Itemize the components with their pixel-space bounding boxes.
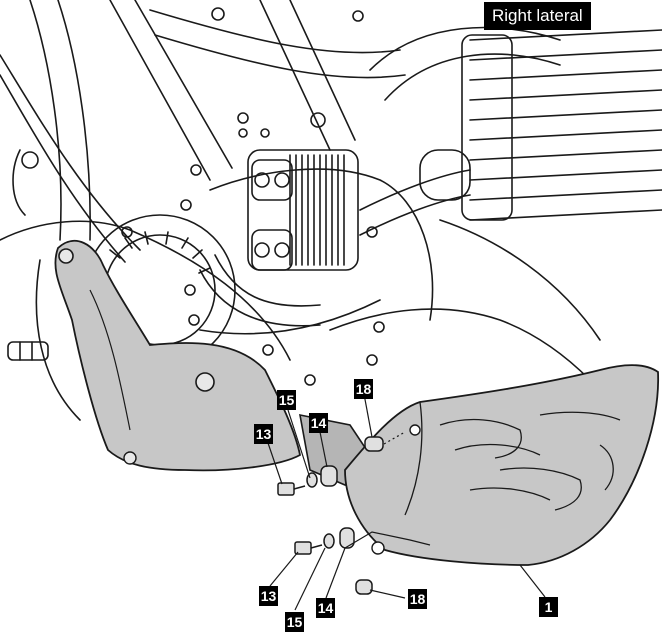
callout-15-upper: 15 <box>277 390 296 410</box>
view-label: Right lateral <box>484 2 591 30</box>
callout-15-lower: 15 <box>285 612 304 632</box>
callout-18-upper: 18 <box>354 379 373 399</box>
radiator <box>461 29 662 221</box>
coolant-hoses <box>199 149 471 327</box>
fasteners <box>277 436 384 595</box>
callout-14-lower: 14 <box>316 598 335 618</box>
callout-13-upper: 13 <box>254 424 273 444</box>
guard-left-section <box>54 239 302 472</box>
guard-right-section <box>344 364 659 566</box>
callout-14-upper: 14 <box>309 413 328 433</box>
engine-case <box>0 149 601 421</box>
frame-tubes <box>0 0 561 263</box>
callout-1: 1 <box>539 597 558 617</box>
callout-18-lower: 18 <box>408 589 427 609</box>
engine-bolts <box>21 7 385 386</box>
oil-cooler <box>247 149 359 271</box>
callout-13-lower: 13 <box>259 586 278 606</box>
leader-lines <box>267 393 546 611</box>
footpeg <box>7 341 49 361</box>
